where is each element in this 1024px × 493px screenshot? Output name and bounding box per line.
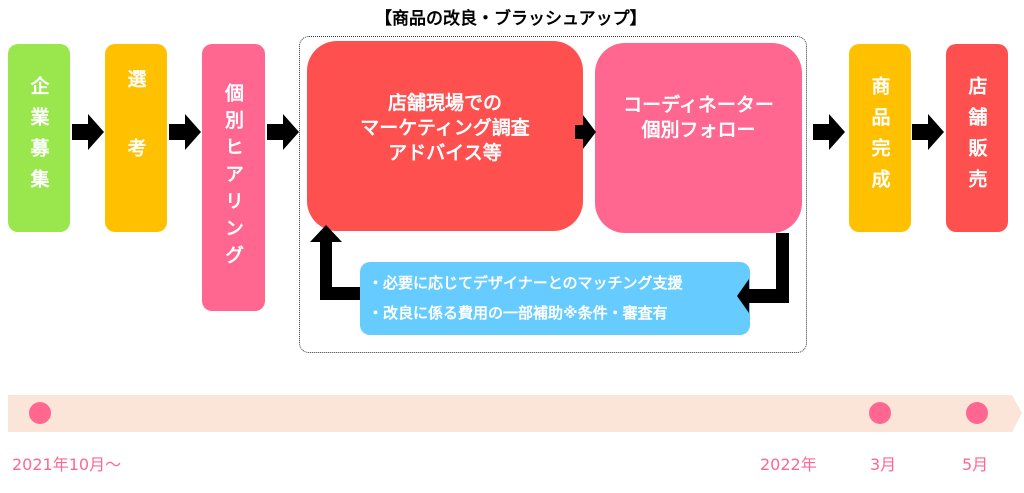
step-sale: 店舗販売 <box>946 44 1008 232</box>
arrow-right-icon <box>169 114 201 150</box>
arrow-right-icon <box>267 114 299 150</box>
coordinator-box: コーディネーター 個別フォロー <box>595 43 802 233</box>
brushup-frame <box>299 36 807 353</box>
step-recruit: 企業募集 <box>8 44 70 232</box>
arrow-right-icon <box>575 115 596 149</box>
step-label: 選考 <box>124 69 147 207</box>
step-label: 個別ヒアリング <box>222 83 244 272</box>
timeline-label: 3月 <box>870 455 897 474</box>
step-complete: 商品完成 <box>849 44 911 232</box>
timeline-label: 2022年 <box>760 455 817 474</box>
timeline-label: 2021年10月～ <box>12 455 122 474</box>
research-label: 店舗現場での マーケティング調査 アドバイス等 <box>360 92 530 164</box>
arrow-right-icon <box>72 114 104 150</box>
arrow-right-icon <box>813 114 845 150</box>
step-label: 商品完成 <box>868 76 891 200</box>
timeline-dot <box>29 402 51 424</box>
step-selection: 選考 <box>105 44 167 232</box>
return-arrow-icon <box>737 233 789 313</box>
arrow-right-icon <box>912 114 944 150</box>
timeline-dot <box>966 402 988 424</box>
up-arrow-icon <box>310 225 360 300</box>
step-label: 店舗販売 <box>965 76 988 200</box>
research-box: 店舗現場での マーケティング調査 アドバイス等 <box>307 41 583 231</box>
coordinator-label: コーディネーター 個別フォロー <box>623 94 774 141</box>
step-label: 企業募集 <box>27 76 50 200</box>
support-item: ・必要に応じてデザイナーとのマッチング支援 <box>368 274 683 292</box>
support-item: ・改良に係る費用の一部補助※条件・審査有 <box>368 304 668 322</box>
brushup-title: 【商品の改良・ブラッシュアップ】 <box>375 9 647 29</box>
timeline-label: 5月 <box>962 455 989 474</box>
support-box: ・必要に応じてデザイナーとのマッチング支援 ・改良に係る費用の一部補助※条件・審… <box>360 262 750 335</box>
step-hearing: 個別ヒアリング <box>202 44 265 311</box>
timeline-dot <box>869 402 891 424</box>
